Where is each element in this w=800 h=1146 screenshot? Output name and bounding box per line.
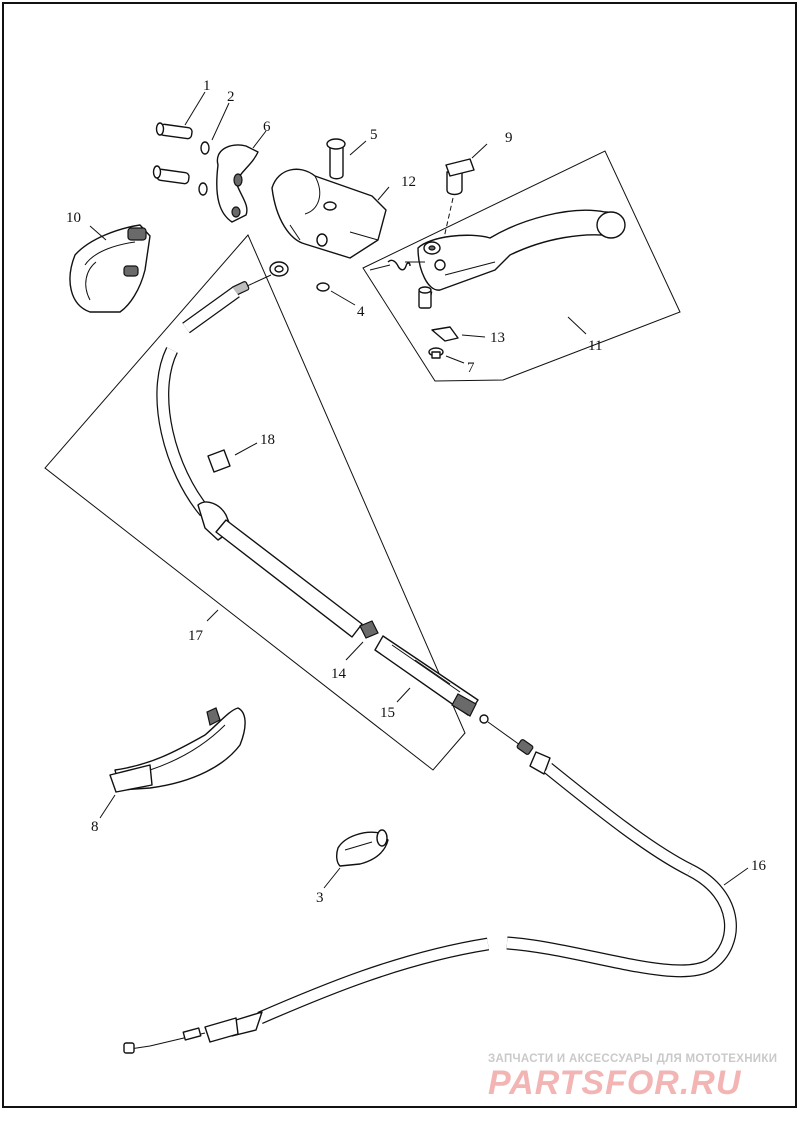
callout-16: 16 bbox=[751, 858, 767, 874]
oring-part-4 bbox=[316, 282, 330, 292]
callout-9: 9 bbox=[505, 130, 513, 146]
watermark: ЗАПЧАСТИ И АКСЕССУАРЫ ДЛЯ МОТОТЕХНИКИ PA… bbox=[488, 1053, 788, 1101]
callout-8: 8 bbox=[91, 819, 99, 835]
callout-14: 14 bbox=[331, 666, 347, 682]
callout-13: 13 bbox=[490, 330, 505, 346]
assembly-17-outline bbox=[44, 234, 466, 771]
screw-part-7 bbox=[428, 347, 444, 359]
master-housing-part-12 bbox=[271, 168, 387, 259]
nut-part-14 bbox=[359, 620, 379, 639]
pivot-pin-part-5 bbox=[326, 138, 346, 180]
cover-part-10 bbox=[69, 224, 151, 313]
cap-part-9 bbox=[445, 158, 475, 196]
bushing bbox=[418, 286, 432, 309]
callout-2: 2 bbox=[227, 89, 235, 105]
callout-10: 10 bbox=[66, 210, 81, 226]
cable-end-top bbox=[231, 261, 289, 296]
callout-15: 15 bbox=[380, 705, 395, 721]
assembly-11-outline bbox=[362, 150, 681, 382]
callout-1: 1 bbox=[203, 78, 211, 94]
cable-part-16 bbox=[123, 714, 737, 1054]
callout-18: 18 bbox=[260, 432, 275, 448]
callout-5: 5 bbox=[370, 127, 378, 143]
callout-6: 6 bbox=[263, 119, 271, 135]
clip-part-13 bbox=[431, 326, 459, 342]
watermark-tagline: ЗАПЧАСТИ И АКСЕССУАРЫ ДЛЯ МОТОТЕХНИКИ bbox=[488, 1053, 778, 1065]
pin-lower bbox=[152, 165, 190, 185]
callout-7: 7 bbox=[467, 360, 475, 376]
lever-part-11 bbox=[417, 209, 626, 291]
washer-lower bbox=[198, 182, 208, 196]
adjuster-part-15 bbox=[374, 635, 479, 717]
clamp-part-6 bbox=[216, 144, 259, 223]
leader-lines bbox=[89, 91, 749, 889]
callout-17: 17 bbox=[188, 628, 204, 644]
callout-4: 4 bbox=[357, 304, 365, 320]
watermark-brand: PARTSFOR.RU bbox=[488, 1064, 742, 1102]
clip-part-3 bbox=[335, 829, 389, 867]
callout-3: 3 bbox=[316, 890, 324, 906]
pin-upper bbox=[155, 122, 193, 140]
cable-part-17 bbox=[156, 286, 363, 638]
insert-part-18 bbox=[207, 449, 231, 473]
bracket-part-8 bbox=[109, 707, 246, 793]
callout-12: 12 bbox=[401, 174, 416, 190]
washer-upper bbox=[200, 141, 210, 155]
spring bbox=[369, 259, 425, 271]
callout-11: 11 bbox=[588, 338, 602, 354]
